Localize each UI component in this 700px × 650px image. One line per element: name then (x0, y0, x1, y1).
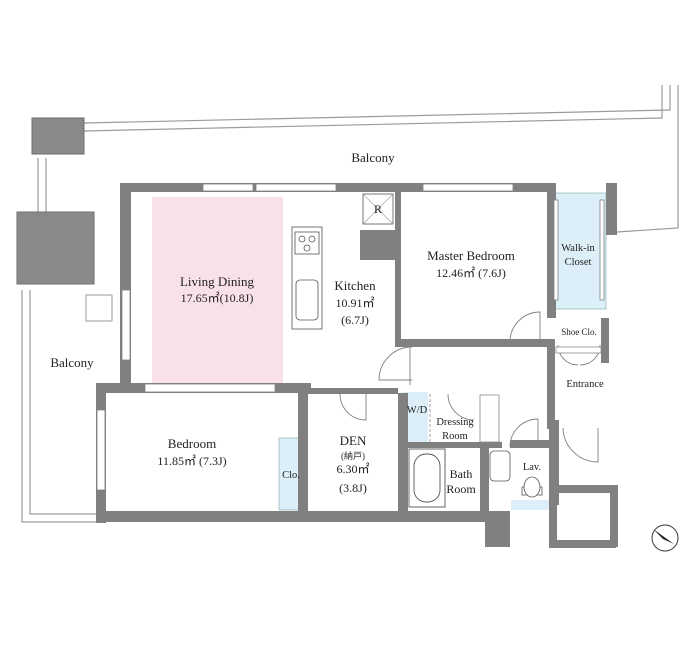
master-bedroom-name: Master Bedroom (427, 248, 515, 263)
kitchen-area: 10.91㎡ (335, 296, 374, 310)
balcony-outline (21, 85, 679, 523)
fridge-label: R (374, 202, 382, 216)
walkin-closet-line2: Closet (565, 257, 592, 268)
sink-icon (295, 279, 319, 321)
door-swings (339, 311, 601, 463)
living-dining-floor (152, 197, 283, 383)
kitchen-name: Kitchen (334, 278, 376, 293)
compass-north-icon (651, 524, 679, 552)
dressing-room-line2: Room (442, 431, 468, 442)
bedroom-closet-label: Clo. (282, 470, 300, 481)
shoe-closet-label: Shoe Clo. (561, 327, 597, 337)
bedroom-name: Bedroom (168, 436, 216, 451)
living-dining-area: 17.65㎡(10.8J) (181, 291, 254, 305)
balcony-top-label: Balcony (351, 150, 395, 165)
washbasin-icon (489, 450, 511, 482)
lav-floor-strip (511, 500, 549, 510)
stove-icon (294, 231, 320, 255)
den-size: (3.8J) (339, 481, 367, 495)
entrance-label: Entrance (566, 379, 604, 390)
bath-room-line2: Room (446, 482, 476, 496)
kitchen-size: (6.7J) (341, 313, 369, 327)
bathtub-icon (408, 448, 446, 508)
dressing-room-line1: Dressing (436, 417, 474, 428)
structural-columns (16, 117, 95, 285)
den-name: DEN (340, 433, 367, 448)
walkin-closet-line1: Walk-in (561, 243, 595, 254)
living-dining-name: Living Dining (180, 274, 255, 289)
entrance-step (555, 346, 602, 354)
balcony-left-label: Balcony (50, 355, 94, 370)
washer-dryer-label: W/D (407, 405, 428, 416)
den-area: 6.30㎡ (336, 462, 369, 476)
toilet-icon (521, 476, 543, 498)
lavatory-label: Lav. (523, 462, 541, 473)
outdoor-unit (85, 294, 113, 322)
bedroom-area: 11.85㎡ (7.3J) (157, 454, 226, 468)
refrigerator-icon (362, 193, 394, 225)
windows (96, 183, 605, 491)
bath-room-line1: Bath (450, 467, 473, 481)
kitchen-counter (291, 226, 323, 330)
master-bedroom-area: 12.46㎡ (7.6J) (436, 266, 506, 280)
den-note: (納戸) (341, 450, 365, 461)
dressing-shelf (479, 394, 500, 443)
